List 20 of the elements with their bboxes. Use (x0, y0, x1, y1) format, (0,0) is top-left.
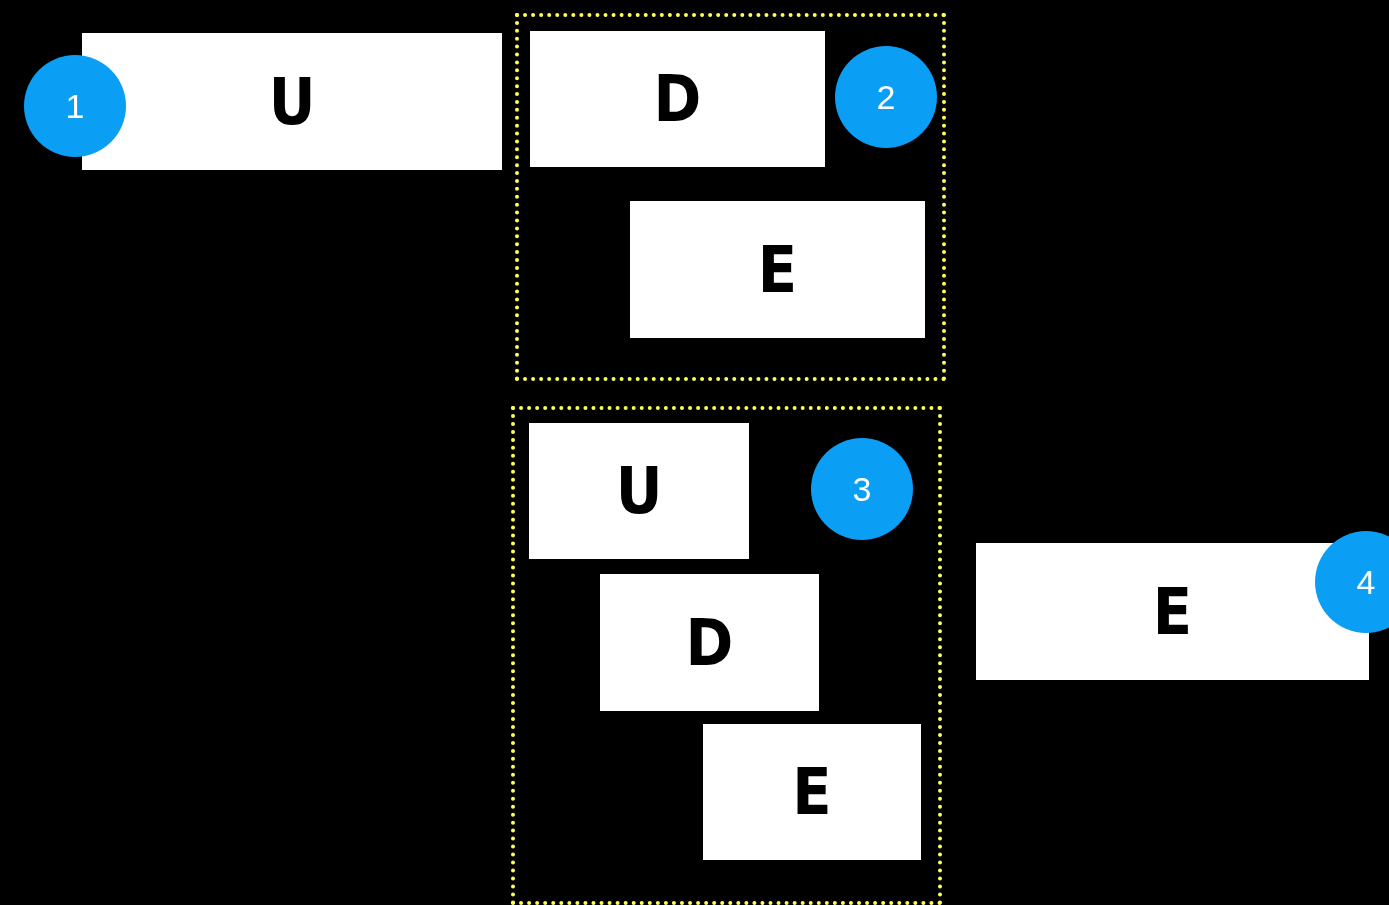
process-box (630, 201, 925, 338)
callout-number: 2 (876, 77, 896, 117)
box-label: D (653, 62, 702, 136)
box-label: E (757, 232, 798, 307)
dotted-group-frame (515, 13, 946, 381)
callout-number: 4 (1356, 562, 1376, 602)
box-label: U (615, 454, 663, 528)
process-box (703, 724, 921, 860)
process-box (529, 423, 749, 559)
dotted-group-frame (511, 406, 942, 905)
box-label: E (1152, 574, 1193, 649)
process-box (600, 574, 819, 711)
process-box (530, 31, 825, 167)
process-box (82, 33, 502, 170)
box-label: E (792, 755, 832, 829)
box-label: U (268, 64, 316, 139)
number-circle (1315, 531, 1389, 633)
callout-number: 1 (65, 86, 85, 126)
callout-number: 3 (852, 469, 872, 509)
box-label: D (685, 605, 734, 680)
